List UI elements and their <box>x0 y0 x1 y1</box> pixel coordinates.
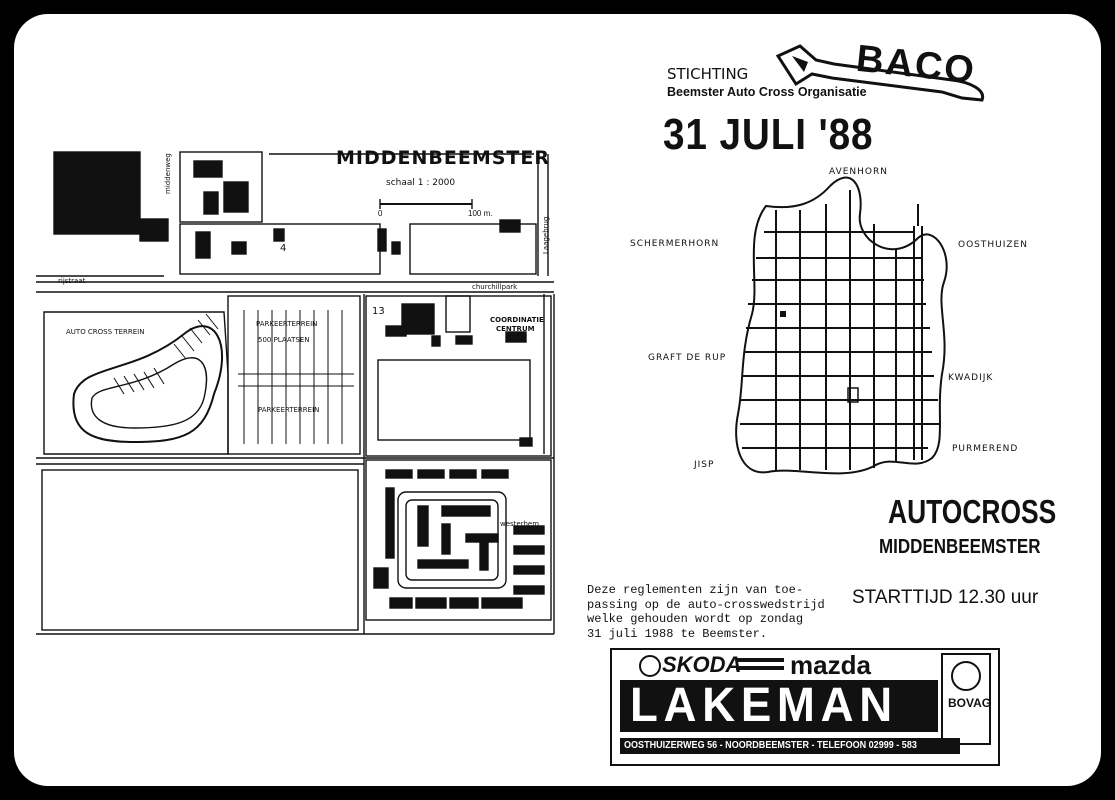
map-title: MIDDENBEEMSTER <box>336 147 551 169</box>
site-map <box>36 151 555 635</box>
label-13: 13 <box>372 306 385 317</box>
label-centre: CENTRUM <box>496 325 535 333</box>
start-time: STARTTIJD 12.30 uur <box>852 587 1039 608</box>
region-map <box>735 176 948 475</box>
event-date: 31 JULI '88 <box>663 110 874 159</box>
town-kwadijk: KWADIJK <box>948 373 994 383</box>
town-oosthuizen: OOSTHUIZEN <box>958 240 1028 250</box>
advert-art <box>620 653 991 754</box>
regulation-text: Deze reglementen zijn van toe- passing o… <box>587 583 825 641</box>
scale-min: 0 <box>378 209 383 218</box>
regulation-line: passing op de auto-crosswedstrijd <box>587 597 825 612</box>
label-parking-places: 500 PLAATSEN <box>258 336 310 344</box>
scale-max: 100 m. <box>468 209 493 218</box>
label-parking-2: PARKEERTERREIN <box>258 406 320 414</box>
flyer-page: MIDDENBEEMSTER schaal 1 : 2000 0 100 m. … <box>14 14 1101 786</box>
event-title: AUTOCROSS <box>888 493 1057 530</box>
town-jisp: JISP <box>694 460 715 470</box>
label-auto-cross-terrain: AUTO CROSS TERREIN <box>66 328 145 336</box>
label-4: 4 <box>280 243 287 254</box>
label-churchillpark: churchillpark <box>472 283 518 291</box>
regulation-line: welke gehouden wordt op zondag <box>587 612 804 627</box>
regulation-line: Deze reglementen zijn van toe- <box>587 583 804 597</box>
label-parking-1: PARKEERTERREIN <box>256 320 318 328</box>
bovag-badge: BOVAG <box>948 696 992 710</box>
event-location: MIDDENBEEMSTER <box>879 536 1041 558</box>
stichting-label: STICHTING <box>667 65 749 83</box>
town-avenhorn: AVENHORN <box>829 167 888 177</box>
town-graft-de-rup: GRAFT DE RUP <box>648 353 727 363</box>
label-coordination: COORDINATIE <box>490 316 544 324</box>
brand-skoda: SKODA <box>662 652 742 677</box>
label-westerhem: westerhem <box>500 520 540 528</box>
dealer-name: LAKEMAN <box>630 679 898 732</box>
baco-logo <box>775 44 985 102</box>
label-rijstraat: rijstraat <box>58 277 86 285</box>
regulation-line: 31 juli 1988 te Beemster. <box>587 626 768 641</box>
dealer-advert: SKODA mazda LAKEMAN BOVAG OOSTHUIZERWEG … <box>610 648 1000 766</box>
town-purmerend: PURMEREND <box>952 444 1019 454</box>
town-schermerhorn: SCHERMERHORN <box>630 239 720 249</box>
map-scale-label: schaal 1 : 2000 <box>386 178 456 188</box>
organisation-name: Beemster Auto Cross Organisatie <box>667 85 867 99</box>
brand-mazda: mazda <box>790 650 871 680</box>
dealer-address: OOSTHUIZERWEG 56 - NOORDBEEMSTER - TELEF… <box>624 739 917 751</box>
